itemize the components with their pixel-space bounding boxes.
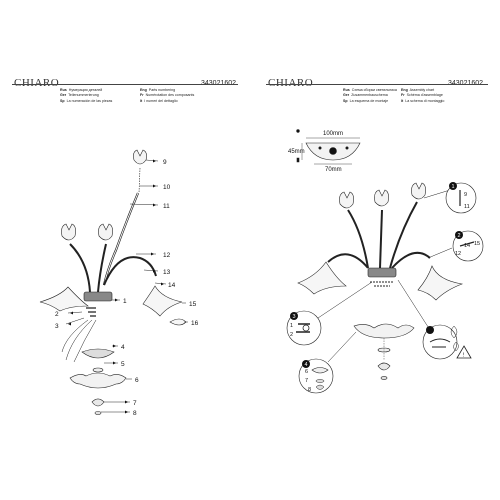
caption-line: Rus Схема сборки светильника <box>343 88 397 92</box>
assembly-diagram: 100mm 45mm 70mm <box>286 129 484 394</box>
tulip-shade <box>411 182 426 200</box>
part-number: 10 <box>163 184 171 191</box>
assembled-lamp <box>297 182 464 380</box>
part-number: 11 <box>163 203 170 210</box>
caption-line: Fr Numérotation des composants <box>140 93 195 98</box>
caption-line: Ger Teilenummerierung <box>60 93 99 98</box>
callout-part-number: 11 <box>464 204 470 210</box>
caption-line: Ger Zusammenbauschema <box>343 93 388 98</box>
finial-nut <box>94 411 102 415</box>
part-number: 1 <box>123 298 127 305</box>
callout-step-number: 2 <box>458 233 461 239</box>
part-number: 3 <box>55 323 59 330</box>
part-number: 14 <box>168 282 176 289</box>
header-divider <box>12 84 238 85</box>
callout-bowl-detail: ! <box>422 324 472 360</box>
callout-part-number: 9 <box>464 192 467 198</box>
left-arm <box>69 243 91 293</box>
bulb <box>169 318 187 326</box>
part-number: 12 <box>163 252 171 259</box>
center-tulip <box>98 223 113 241</box>
top-shade <box>133 149 147 165</box>
bead-chain <box>138 167 141 194</box>
callout-step-4: 4 6 7 8 <box>298 358 334 394</box>
part-number: 16 <box>191 320 199 327</box>
callout-part-number: 14 <box>464 243 470 249</box>
caption-line: Fr Schéma d'assemblage <box>401 93 443 98</box>
part-number: 2 <box>55 311 59 318</box>
small-nut <box>92 367 104 373</box>
product-code: 343021602 <box>448 80 483 87</box>
callout-part-number: 8 <box>308 387 311 393</box>
part-number: 6 <box>135 377 139 384</box>
side-arms <box>327 251 431 269</box>
dimension-height: 45mm <box>288 149 305 155</box>
caption-line: Rus Нумерация деталей <box>60 88 103 92</box>
assembly-chart-page: CHIARO 343021602 Rus Схема сборки светил… <box>250 0 500 500</box>
callout-part-number: 1 <box>290 323 293 329</box>
tulip-shade <box>339 191 354 209</box>
caption-line: It La schema di montaggio <box>401 98 445 103</box>
left-glass-shade <box>39 286 89 312</box>
warning-mark: ! <box>463 353 465 359</box>
decorative-bowl <box>353 323 415 339</box>
right-glass-shade <box>142 285 183 317</box>
dimension-width-top: 100mm <box>323 131 343 137</box>
callout-step-number: 4 <box>305 362 308 368</box>
canopy-plate <box>81 348 115 359</box>
callout-part-number: 7 <box>305 378 308 384</box>
caption-line: Eng Assembly chart <box>401 88 435 92</box>
central-hub <box>367 267 397 278</box>
callout-step-3: 3 1 2 <box>286 310 322 346</box>
parts-numbering-page: CHIARO 343021602 Rus Нумерация деталей G… <box>12 77 238 417</box>
glass-shade <box>297 261 347 295</box>
brand-logo: CHIARO <box>14 77 60 89</box>
callout-step-2: 2 14 15 12 <box>452 230 484 262</box>
caption-line: Sp La esquema de montaje <box>343 98 389 103</box>
callout-part-number: 12 <box>455 251 461 257</box>
part-number: 13 <box>163 269 171 276</box>
finial <box>377 362 391 371</box>
product-code: 343021602 <box>201 80 236 87</box>
fittings <box>86 307 96 317</box>
caption-line: Sp La numeración de las piezas <box>60 98 113 103</box>
tulip-shade <box>374 189 389 207</box>
part-number: 7 <box>133 400 137 407</box>
callout-step-number: 3 <box>293 314 296 320</box>
mounting-bracket <box>296 129 361 165</box>
part-number: 9 <box>163 159 167 166</box>
brand-logo: CHIARO <box>268 77 314 89</box>
finial <box>91 398 105 407</box>
part-number: 5 <box>121 361 125 368</box>
part-number: 4 <box>121 344 125 351</box>
decorative-bowl <box>69 372 127 389</box>
glass-shade <box>417 265 464 301</box>
callout-part-number: 15 <box>474 241 480 247</box>
warning-icon <box>456 345 472 359</box>
upper-arms <box>347 201 418 269</box>
finial-nut <box>380 376 388 380</box>
central-hub <box>83 291 113 302</box>
callout-step-number: 1 <box>452 184 455 190</box>
dimension-width-bottom: 70mm <box>325 167 342 173</box>
callout-part-number: 2 <box>290 332 293 338</box>
exploded-parts-diagram: 9 10 11 12 13 14 15 16 1 2 3 4 5 6 7 8 <box>39 149 199 417</box>
right-arm <box>103 256 157 286</box>
fittings <box>370 281 394 287</box>
center-arm <box>97 243 107 293</box>
part-number: 8 <box>133 410 137 417</box>
callout-part-number: 6 <box>305 369 308 375</box>
left-tulip <box>61 223 76 241</box>
caption-line: Eng Parts numbering <box>140 88 176 92</box>
callout-step-1: 1 9 11 <box>445 182 477 214</box>
wires <box>61 319 97 363</box>
header-divider <box>266 84 488 85</box>
part-number: 15 <box>189 301 197 308</box>
caption-line: It I numeri del dettaglio <box>140 98 178 103</box>
